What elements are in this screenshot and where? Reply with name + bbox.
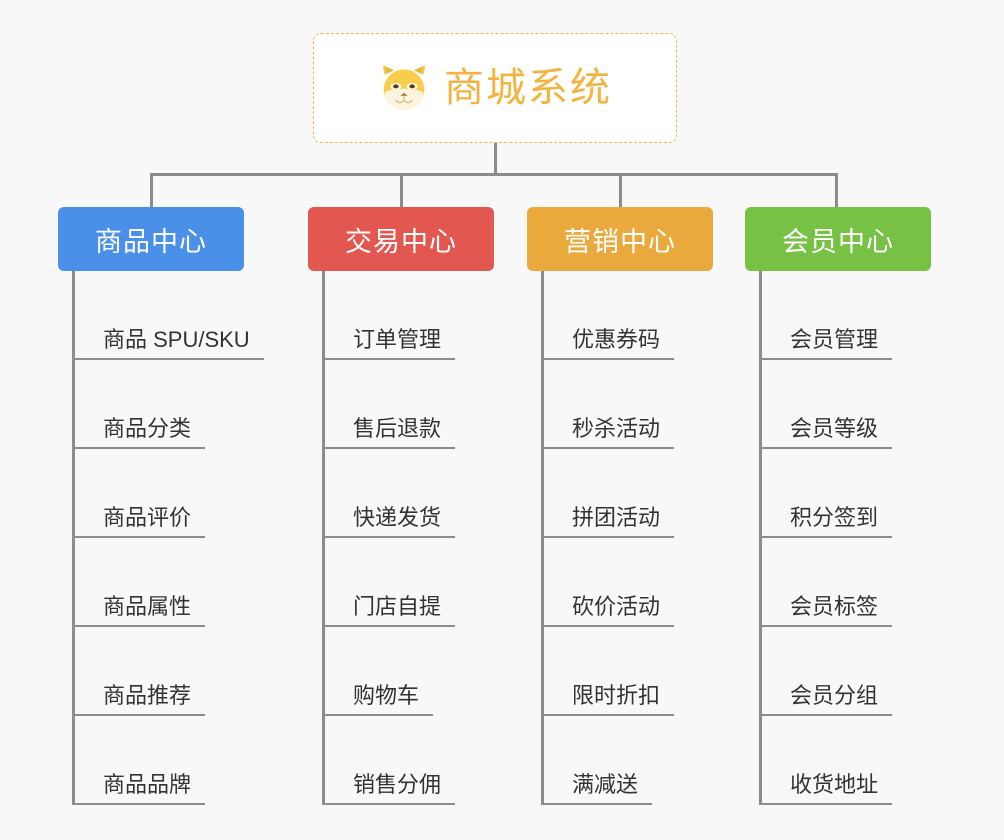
connector-drop-3: [619, 173, 622, 207]
leaf-label: 会员标签: [762, 594, 893, 627]
leaf-label: 会员管理: [762, 327, 893, 360]
connector-drop-4: [835, 173, 838, 207]
leaf-item[interactable]: 商品品牌: [75, 716, 244, 805]
leaf-item[interactable]: 门店自提: [325, 538, 494, 627]
branch-column-2: 交易中心 订单管理 售后退款 快递发货 门店自提 购物车 销售分佣: [308, 207, 494, 805]
leaf-label: 商品 SPU/SKU: [75, 327, 264, 360]
connector-root-stem: [494, 143, 497, 175]
branch-header-1[interactable]: 商品中心: [58, 207, 244, 271]
leaf-label: 秒杀活动: [544, 416, 675, 449]
leaf-item[interactable]: 商品属性: [75, 538, 244, 627]
leaf-label: 满减送: [544, 772, 653, 805]
connector-horizontal-bus: [150, 173, 838, 176]
leaf-label: 拼团活动: [544, 505, 675, 538]
leaf-item[interactable]: 会员管理: [762, 271, 931, 360]
connector-drop-2: [400, 173, 403, 207]
leaf-label: 积分签到: [762, 505, 893, 538]
leaf-item[interactable]: 砍价活动: [544, 538, 713, 627]
leaf-item[interactable]: 商品 SPU/SKU: [75, 271, 264, 360]
branch-header-2[interactable]: 交易中心: [308, 207, 494, 271]
branch-column-4: 会员中心 会员管理 会员等级 积分签到 会员标签 会员分组 收货地址: [745, 207, 931, 805]
leaf-item[interactable]: 收货地址: [762, 716, 931, 805]
leaf-label: 商品推荐: [75, 683, 206, 716]
leaf-item[interactable]: 快递发货: [325, 449, 494, 538]
leaf-label: 收货地址: [762, 772, 893, 805]
leaf-item[interactable]: 订单管理: [325, 271, 494, 360]
leaf-item[interactable]: 拼团活动: [544, 449, 713, 538]
leaf-label: 商品品牌: [75, 772, 206, 805]
leaf-label: 会员分组: [762, 683, 893, 716]
leaf-label: 砍价活动: [544, 594, 675, 627]
leaf-item[interactable]: 商品评价: [75, 449, 244, 538]
leaf-label: 商品评价: [75, 505, 206, 538]
leaf-label: 门店自提: [325, 594, 456, 627]
leaf-label: 购物车: [325, 683, 434, 716]
branch-column-1: 商品中心 商品 SPU/SKU 商品分类 商品评价 商品属性 商品推荐 商品品牌: [58, 207, 264, 805]
branch-leaf-list-1: 商品 SPU/SKU 商品分类 商品评价 商品属性 商品推荐 商品品牌: [72, 271, 264, 805]
leaf-item[interactable]: 限时折扣: [544, 627, 713, 716]
leaf-item[interactable]: 积分签到: [762, 449, 931, 538]
branch-header-4[interactable]: 会员中心: [745, 207, 931, 271]
leaf-label: 限时折扣: [544, 683, 675, 716]
connector-drop-1: [150, 173, 153, 207]
leaf-label: 订单管理: [325, 327, 456, 360]
leaf-item[interactable]: 会员标签: [762, 538, 931, 627]
leaf-label: 销售分佣: [325, 772, 456, 805]
leaf-item[interactable]: 秒杀活动: [544, 360, 713, 449]
leaf-label: 售后退款: [325, 416, 456, 449]
leaf-item[interactable]: 会员分组: [762, 627, 931, 716]
leaf-label: 商品属性: [75, 594, 206, 627]
leaf-item[interactable]: 满减送: [544, 716, 713, 805]
leaf-item[interactable]: 会员等级: [762, 360, 931, 449]
branch-column-3: 营销中心 优惠券码 秒杀活动 拼团活动 砍价活动 限时折扣 满减送: [527, 207, 713, 805]
leaf-item[interactable]: 售后退款: [325, 360, 494, 449]
shiba-dog-face-icon: [382, 65, 426, 110]
branch-leaf-list-2: 订单管理 售后退款 快递发货 门店自提 购物车 销售分佣: [322, 271, 494, 805]
leaf-item[interactable]: 商品推荐: [75, 627, 244, 716]
branch-leaf-list-4: 会员管理 会员等级 积分签到 会员标签 会员分组 收货地址: [759, 271, 931, 805]
root-title: 商城系统: [444, 66, 612, 110]
leaf-item[interactable]: 销售分佣: [325, 716, 494, 805]
leaf-label: 快递发货: [325, 505, 456, 538]
leaf-label: 商品分类: [75, 416, 206, 449]
leaf-item[interactable]: 购物车: [325, 627, 494, 716]
branch-leaf-list-3: 优惠券码 秒杀活动 拼团活动 砍价活动 限时折扣 满减送: [541, 271, 713, 805]
root-node[interactable]: 商城系统: [313, 33, 677, 143]
branch-header-3[interactable]: 营销中心: [527, 207, 713, 271]
leaf-item[interactable]: 优惠券码: [544, 271, 713, 360]
leaf-item[interactable]: 商品分类: [75, 360, 244, 449]
leaf-label: 优惠券码: [544, 327, 675, 360]
leaf-label: 会员等级: [762, 416, 893, 449]
